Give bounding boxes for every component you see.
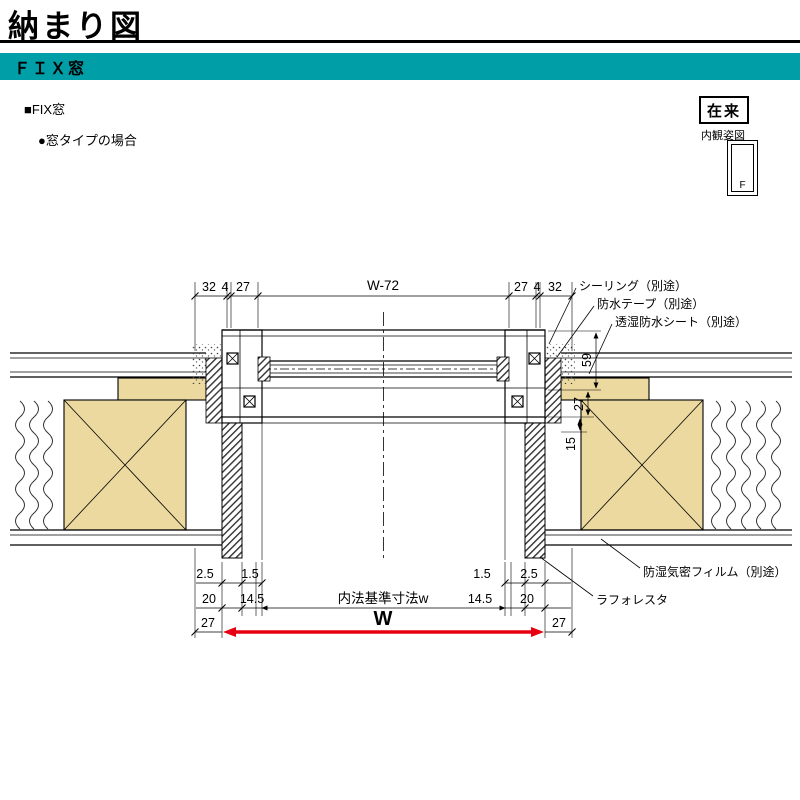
callout-sealing: シーリング（別途） — [579, 278, 687, 293]
right-jamb — [504, 329, 546, 424]
right-insulation — [726, 400, 736, 530]
left-insulation — [29, 400, 39, 530]
section-title: ＦＩＸ窓 — [14, 60, 87, 78]
installation-detail-drawing: 32 4 27 W-72 27 4 32 59 27 15 シーリング（別途） — [10, 278, 792, 638]
right-trim-casing — [524, 422, 546, 559]
dim-top-right-32: 32 — [548, 280, 562, 294]
left-wall-section — [10, 344, 223, 546]
right-insulation — [741, 400, 751, 530]
dim-inner-width-label: 内法基準寸法w — [338, 590, 429, 606]
dim-top-right-27: 27 — [514, 280, 528, 294]
screw-symbols — [226, 352, 541, 408]
right-insulation — [711, 400, 721, 530]
right-insulation — [756, 400, 766, 530]
left-glazing-gasket — [257, 356, 271, 382]
page-title: 納まり図 — [8, 9, 144, 44]
callout-breathable-sheet: 透湿防水シート（別途） — [615, 314, 747, 329]
left-insulation — [15, 400, 25, 530]
top-dimensions: 32 4 27 W-72 27 4 32 — [191, 278, 576, 351]
dim-bottom-left-20: 20 — [202, 592, 216, 606]
dim-right-15: 15 — [564, 437, 578, 451]
dim-top-left-32: 32 — [202, 280, 216, 294]
construction-method-badge: 在来 — [699, 96, 749, 124]
window-frame-section — [221, 329, 546, 424]
dim-bottom-right-1-5: 1.5 — [473, 567, 490, 581]
dim-width-w: W — [374, 608, 393, 630]
dim-bottom-right-20: 20 — [520, 592, 534, 606]
callout-waterproof-tape: 防水テープ（別途） — [597, 296, 704, 311]
callout-laforesta: ラフォレスタ — [596, 593, 668, 607]
dim-top-right-4: 4 — [534, 280, 541, 294]
callout-moisture-film: 防湿気密フィルム（別途） — [643, 564, 787, 579]
right-furring-strip — [544, 357, 562, 424]
left-insulation — [43, 400, 53, 530]
dim-bottom-left-27: 27 — [201, 616, 215, 630]
dim-top-left-27: 27 — [236, 280, 250, 294]
dim-bottom-right-27: 27 — [552, 616, 566, 630]
elevation-view-label: 内観姿図 — [701, 130, 745, 142]
right-glazing-gasket — [496, 356, 510, 382]
dim-top-left-4: 4 — [222, 280, 229, 294]
width-dimension-arrow: W — [223, 608, 544, 637]
dim-bottom-left-14-5: 14.5 — [240, 592, 264, 606]
dim-bottom-left-1-5: 1.5 — [241, 567, 258, 581]
window-type-letter: F — [739, 180, 746, 191]
right-wall-section — [544, 344, 792, 546]
window-elevation-figure: F — [727, 140, 758, 196]
case-label: ●窓タイプの場合 — [38, 133, 137, 148]
left-furring-strip — [205, 357, 223, 424]
left-trim-casing — [221, 422, 243, 559]
callouts: シーリング（別途） 防水テープ（別途） 透湿防水シート（別途） 防湿気密フィルム… — [539, 278, 787, 607]
right-insulation — [771, 400, 781, 530]
section-header-bar: ＦＩＸ窓 — [0, 53, 800, 80]
bottom-dimensions: 2.5 1.5 1.5 2.5 20 14.5 内法基準寸法w 14.5 20 … — [191, 548, 576, 638]
window-glass-pane: F — [731, 144, 754, 192]
title-rule — [0, 40, 800, 43]
dim-bottom-right-2-5: 2.5 — [520, 567, 537, 581]
left-jamb — [221, 329, 263, 424]
dim-right-59: 59 — [580, 353, 594, 367]
dim-right-27: 27 — [572, 397, 586, 411]
item-label: ■FIX窓 — [24, 102, 66, 117]
interior-trim — [221, 422, 546, 560]
dim-bottom-right-14-5: 14.5 — [468, 592, 492, 606]
dim-bottom-left-2-5: 2.5 — [196, 567, 213, 581]
right-vertical-dimensions: 59 27 15 — [548, 330, 601, 451]
dim-top-center-w72: W-72 — [367, 278, 399, 293]
